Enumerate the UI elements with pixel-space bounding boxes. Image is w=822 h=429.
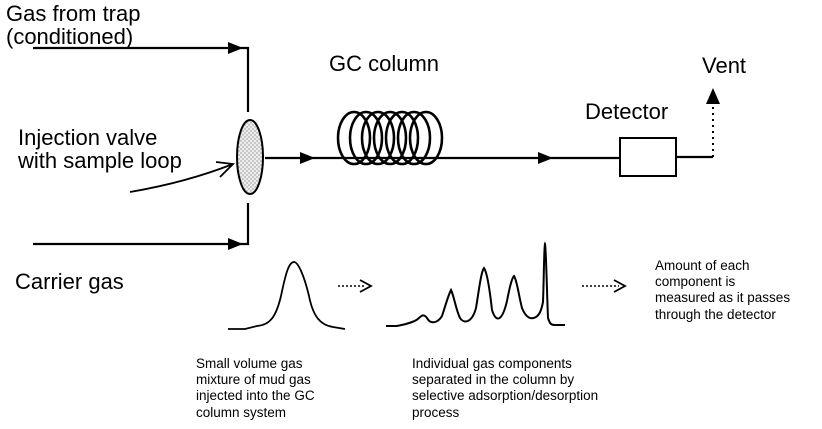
sample-loop-arrow <box>215 161 235 178</box>
gc-column-coils <box>336 110 444 166</box>
main-flow-arrow-1 <box>300 152 315 164</box>
amount-note: Amount of each component is measured as … <box>655 258 791 322</box>
carrier-gas-label: Carrier gas <box>15 269 124 294</box>
individual-components-note: Individual gas components separated in t… <box>412 356 599 420</box>
separated-components-chromatogram <box>386 241 565 327</box>
injection-valve <box>236 119 264 195</box>
main-flow-arrow-2 <box>538 152 553 164</box>
carrier-gas-line <box>33 203 250 246</box>
trap-gas-arrow <box>228 42 243 54</box>
initial-mixture-peak <box>228 261 346 330</box>
dotted-arrow-1-head <box>359 279 373 293</box>
injection-valve-label: Injection valve with sample loop <box>18 125 182 174</box>
vent-arrow <box>706 88 720 104</box>
carrier-gas-arrow <box>228 238 243 250</box>
sample-loop-line <box>129 163 234 193</box>
detector-label: Detector <box>585 99 669 124</box>
gas-from-trap-label: Gas from trap (conditioned) <box>6 1 141 50</box>
gc-column-label: GC column <box>329 51 440 76</box>
trap-gas-line <box>33 46 250 112</box>
vent-label: Vent <box>702 53 747 78</box>
detector-box <box>619 137 677 177</box>
dotted-arrow-2-head <box>613 279 627 293</box>
small-volume-note: Small volume gas mixture of mud gas inje… <box>196 356 315 420</box>
